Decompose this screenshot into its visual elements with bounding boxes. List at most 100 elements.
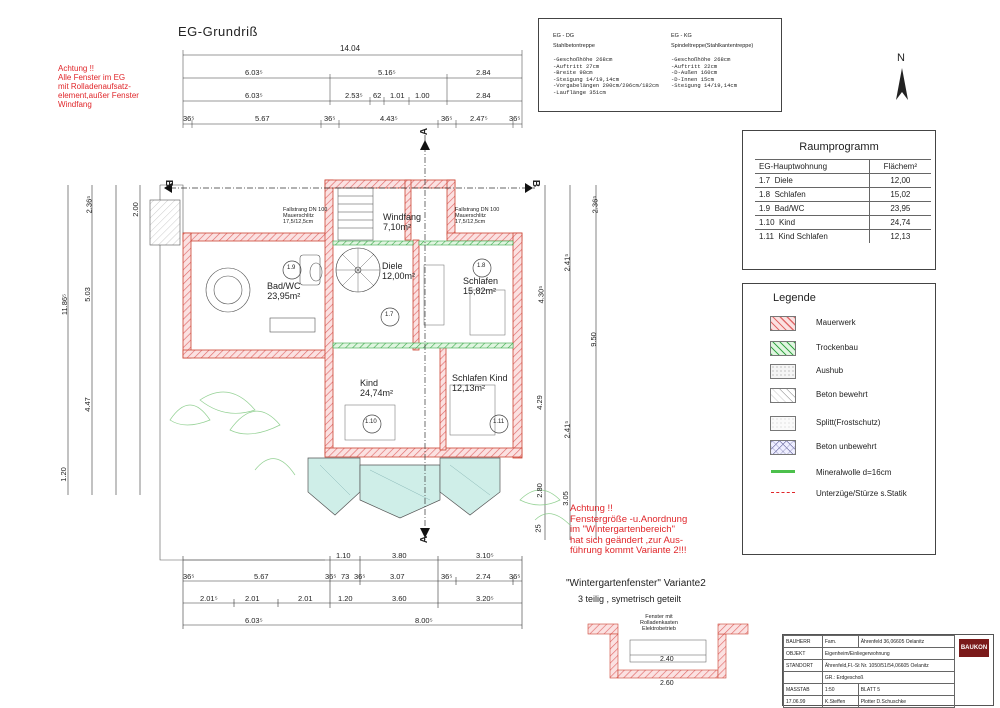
room-label-bad: Bad/WC 23,95m²	[267, 281, 301, 301]
room-name: Bad/WC	[774, 204, 805, 213]
dim-text: 2.36⁵	[590, 195, 600, 214]
dim-text: 9.50	[588, 332, 598, 347]
tb-value: Plotter D.Schuschke	[857, 695, 956, 708]
raumprogramm-table: EG-Hauptwohnung Flächem² 1.7 Diele 12,00…	[755, 159, 931, 243]
col-area-header: Flächem²	[868, 159, 931, 174]
detail-caption-line: Rolladenkasten	[640, 620, 678, 626]
dim-text: 2.74	[476, 572, 491, 581]
dim-text: 3.20⁵	[476, 594, 494, 603]
legend-title: Legende	[773, 292, 816, 304]
dim-text: 2.41⁵	[562, 420, 572, 439]
stair-row: -Geschoßhöhe 268cm	[553, 56, 613, 63]
section-label-a-top: A	[419, 127, 431, 136]
tb-key	[783, 671, 823, 684]
dim-text: 4.29	[534, 395, 544, 410]
room-name: Diele	[382, 261, 403, 271]
warning-top-line: element,außer Fenster	[58, 91, 139, 100]
room-number: 1.9	[287, 265, 296, 271]
dim-text: 2.01⁵	[200, 594, 218, 603]
dim-text: 6.03⁵	[245, 68, 263, 77]
top-dimension-lines	[182, 50, 523, 128]
bath-fixtures	[205, 254, 323, 333]
spiral-stair	[335, 247, 381, 293]
detail-dim: 2.40	[660, 656, 674, 663]
warning-bottom-line: hat sich geändert ,zur Aus-	[570, 534, 684, 546]
dim-text: 4.43⁵	[380, 114, 398, 123]
north-arrow	[896, 68, 908, 100]
col-room-header: EG-Hauptwohnung	[755, 159, 870, 174]
tb-value: 17.06.99	[783, 695, 823, 708]
warning-bottom-line: führung kommt Variante 2!!!	[570, 545, 687, 556]
room-no: 1.7	[759, 176, 771, 185]
terrace-outline	[149, 184, 325, 561]
dim-text: 4.30⁵	[536, 285, 546, 304]
dim-text: 25	[533, 524, 543, 533]
room-no: 1.10	[759, 218, 775, 227]
warning-bottom: Achtung !! Fenstergröße -u.Anordnung im …	[570, 503, 687, 557]
room-area: 7,10m²	[383, 222, 412, 232]
room-cell: 1.7 Diele	[755, 173, 870, 188]
dim-text: 2.36⁵	[84, 195, 94, 214]
tb-value: Ährenfeld 36,06605 Oelanitz	[857, 635, 956, 648]
dim-text: 1.01	[390, 91, 405, 100]
room-number: 1.8	[477, 263, 486, 269]
stair-row: -Steigung 14/19,14cm	[553, 75, 620, 83]
tb-value: BLATT 5	[857, 683, 956, 696]
company-logo: BAUKON	[959, 639, 989, 657]
detail-caption: Fenster mit Rolladenkasten Elektrobetrie…	[640, 614, 678, 632]
table-row: 1.9 Bad/WC 23,95	[755, 201, 931, 216]
dim-text: 2.80	[534, 483, 544, 498]
dim-text: 3.80	[392, 551, 407, 560]
dim-text: 1.10	[336, 551, 351, 560]
tb-value: K.Steffen	[821, 695, 859, 708]
drawing-title: EG-Grundriß	[178, 24, 258, 39]
stair-row: -Steigung 14/19,14cm	[671, 82, 738, 89]
dim-text: 8.00⁵	[415, 616, 433, 625]
legend-label: Aushub	[816, 366, 844, 375]
dim-text: 3.05	[560, 491, 570, 506]
room-no: 1.11	[759, 232, 774, 241]
detail-caption-line: Elektrobetrieb	[641, 626, 676, 632]
wintergarten-subtitle: 3 teilig , symetrisch geteilt	[578, 594, 682, 604]
dim-text: 36⁵	[354, 572, 366, 581]
room-circles	[282, 258, 509, 434]
stair-head: EG - KG	[671, 33, 692, 39]
legend-box: Legende Mauerwerk Trockenbau Aushub Beto…	[742, 283, 936, 555]
table-row: 1.10 Kind 24,74	[755, 215, 931, 230]
stair-rows-right: -Geschoßhöhe 268cm -Auftritt 22cm -D-Auß…	[671, 56, 738, 90]
table-row: 1.7 Diele 12,00	[755, 173, 931, 188]
legend-label: Beton bewehrt	[816, 390, 868, 399]
dim-text: 2.53⁵	[345, 91, 363, 100]
stair-row: -Geschoßhöhe 268cm	[671, 56, 731, 63]
splitt-swatch	[770, 416, 796, 431]
dim-text: 36⁵	[325, 572, 337, 581]
dim-text: 11.86⁵	[60, 293, 70, 316]
tb-value: 1:50	[821, 683, 859, 696]
tb-key: MASSTAB	[783, 683, 823, 696]
stair-rows-left: -Geschoßhöhe 268cm -Auftritt 27cm -Breit…	[553, 56, 659, 96]
area-cell: 12,13	[868, 229, 931, 243]
table-row: GR.: Erdgeschoß	[783, 671, 956, 684]
dim-text: 36⁵	[509, 114, 521, 123]
tb-key: OBJEKT	[783, 647, 823, 660]
room-cell: 1.10 Kind	[755, 215, 870, 230]
table-row: 1.8 Schlafen 15,02	[755, 187, 931, 202]
warning-top-line: Achtung !!	[58, 64, 95, 73]
dim-text: 36⁵	[441, 572, 453, 581]
trockenbau-swatch	[770, 341, 796, 356]
tb-value: GR.: Erdgeschoß	[821, 671, 956, 684]
legend-label: Unterzüge/Stürze s.Statik	[816, 489, 907, 498]
tb-value: Eigenheim/Einliegerwohnung	[821, 647, 956, 660]
dim-text: 5.67	[255, 114, 270, 123]
detail-caption-line: Fenster mit	[645, 614, 673, 620]
stair-info-box: EG - DG Stahlbetontreppe -Geschoßhöhe 26…	[538, 18, 782, 112]
room-cell: 1.11 Kind Schlafen	[755, 229, 870, 243]
drywall	[332, 240, 514, 349]
warning-bottom-line: Achtung !!	[570, 503, 613, 514]
dim-text: 2.01	[245, 594, 260, 603]
